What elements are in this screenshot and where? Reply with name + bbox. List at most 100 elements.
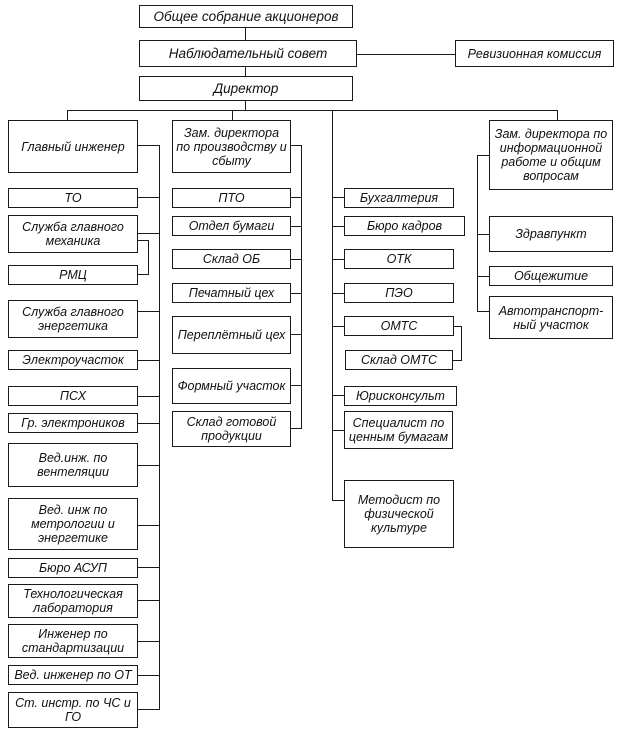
node-label: Общежитие	[513, 269, 589, 283]
hr-bureau-box: Бюро кадров	[344, 216, 465, 236]
node-label: Служба главного энергетика	[22, 305, 124, 333]
dormitory-box: Общежитие	[489, 266, 613, 286]
node-label: Специалист по ценным бумагам	[348, 416, 449, 444]
otk-box: ОТК	[344, 249, 454, 269]
connector-line	[477, 234, 489, 236]
connector-line	[477, 276, 489, 278]
connector-line	[453, 326, 462, 328]
connector-line	[137, 396, 160, 398]
omts-box: ОМТС	[344, 316, 454, 336]
connector-line	[148, 240, 150, 274]
node-label: Электроучасток	[22, 353, 124, 367]
node-label: Гр. электроников	[21, 416, 125, 430]
node-label: Вед. инженер по ОТ	[14, 668, 132, 682]
node-label: ПТО	[218, 191, 245, 205]
bindery-box: Переплётный цех	[172, 316, 291, 354]
connector-line	[137, 600, 160, 602]
node-label: Склад ОМТС	[360, 353, 438, 367]
node-label: Склад ОБ	[202, 252, 261, 266]
node-label: Методист по физической культуре	[357, 493, 441, 535]
cs-go-instructor-box: Ст. инстр. по ЧС и ГО	[8, 692, 138, 728]
node-label: Здравпункт	[515, 227, 587, 241]
connector-line	[245, 100, 247, 110]
shareholders-meeting-box: Общее собрание акционеров	[139, 5, 353, 28]
psh-box: ПСХ	[8, 386, 138, 406]
connector-line	[137, 525, 160, 527]
node-label: Директор	[213, 80, 279, 96]
node-label: ПЭО	[385, 286, 413, 300]
ob-warehouse-box: Склад ОБ	[172, 249, 291, 269]
metrology-engineer-box: Вед. инж по метрологии и энергетике	[8, 498, 138, 550]
connector-line	[290, 385, 302, 387]
to-box: ТО	[8, 188, 138, 208]
node-label: Наблюдательный совет	[168, 45, 328, 61]
connector-line	[67, 110, 69, 120]
connector-line	[137, 567, 160, 569]
deputy-info-box: Зам. директора по информационной работе …	[489, 120, 613, 190]
form-section-box: Формный участок	[172, 368, 291, 404]
node-label: ПСХ	[59, 389, 87, 403]
node-label: ОМТС	[380, 319, 418, 333]
connector-line	[232, 110, 234, 120]
node-label: Технологическая лаборатория	[23, 587, 123, 615]
node-label: Общее собрание акционеров	[153, 8, 339, 24]
transport-section-box: Автотранспорт-ный участок	[489, 296, 613, 339]
chief-power-box: Служба главного энергетика	[8, 300, 138, 338]
connector-line	[290, 145, 302, 147]
supervisory-board-box: Наблюдательный совет	[139, 40, 357, 67]
connector-line	[137, 233, 160, 235]
node-label: Ст. инстр. по ЧС и ГО	[15, 696, 131, 724]
connector-line	[137, 197, 160, 199]
peo-box: ПЭО	[344, 283, 454, 303]
ot-engineer-box: Вед. инженер по ОТ	[8, 665, 138, 685]
connector-line	[290, 334, 302, 336]
node-label: Печатный цех	[188, 286, 275, 300]
standard-engineer-box: Инженер по стандартизации	[8, 624, 138, 658]
pto-box: ПТО	[172, 188, 291, 208]
connector-line	[137, 311, 160, 313]
connector-line	[452, 360, 462, 362]
connector-line	[67, 110, 558, 112]
print-shop-box: Печатный цех	[172, 283, 291, 303]
asup-bureau-box: Бюро АСУП	[8, 558, 138, 578]
node-label: Ревизионная комиссия	[467, 46, 602, 61]
connector-line	[332, 395, 344, 397]
connector-line	[137, 145, 160, 147]
connector-line	[332, 430, 344, 432]
connector-line	[137, 465, 160, 467]
node-label: ОТК	[386, 252, 412, 266]
omts-warehouse-box: Склад ОМТС	[345, 350, 453, 370]
node-label: Бюро АСУП	[39, 561, 107, 575]
connector-line	[332, 226, 344, 228]
chief-mechanic-box: Служба главного механика	[8, 215, 138, 253]
connector-line	[332, 110, 334, 500]
connector-line	[557, 110, 559, 120]
connector-line	[137, 423, 160, 425]
connector-line	[477, 155, 479, 312]
chief-engineer-box: Главный инженер	[8, 120, 138, 173]
accounting-box: Бухгалтерия	[344, 188, 454, 208]
ventilation-engineer-box: Вед.инж. по вентеляции	[8, 443, 138, 487]
node-label: Инженер по стандартизации	[21, 627, 125, 655]
pe-methodist-box: Методист по физической культуре	[344, 480, 454, 548]
rmc-box: РМЦ	[8, 265, 138, 285]
connector-line	[332, 326, 344, 328]
connector-line	[290, 226, 302, 228]
connector-line	[301, 145, 303, 428]
connector-line	[290, 293, 302, 295]
connector-line	[137, 240, 149, 242]
node-label: Отдел бумаги	[188, 219, 275, 233]
node-label: Главный инженер	[21, 139, 125, 154]
node-label: Бюро кадров	[366, 219, 443, 233]
connector-line	[461, 326, 463, 361]
node-label: Переплётный цех	[177, 328, 286, 342]
paper-dept-box: Отдел бумаги	[172, 216, 291, 236]
connector-line	[332, 293, 344, 295]
connector-line	[159, 145, 161, 710]
node-label: Автотранспорт-ный участок	[498, 303, 604, 332]
node-label: Зам. директора по информационной работе …	[494, 127, 608, 183]
electro-section-box: Электроучасток	[8, 350, 138, 370]
connector-line	[332, 259, 344, 261]
connector-line	[477, 311, 489, 313]
